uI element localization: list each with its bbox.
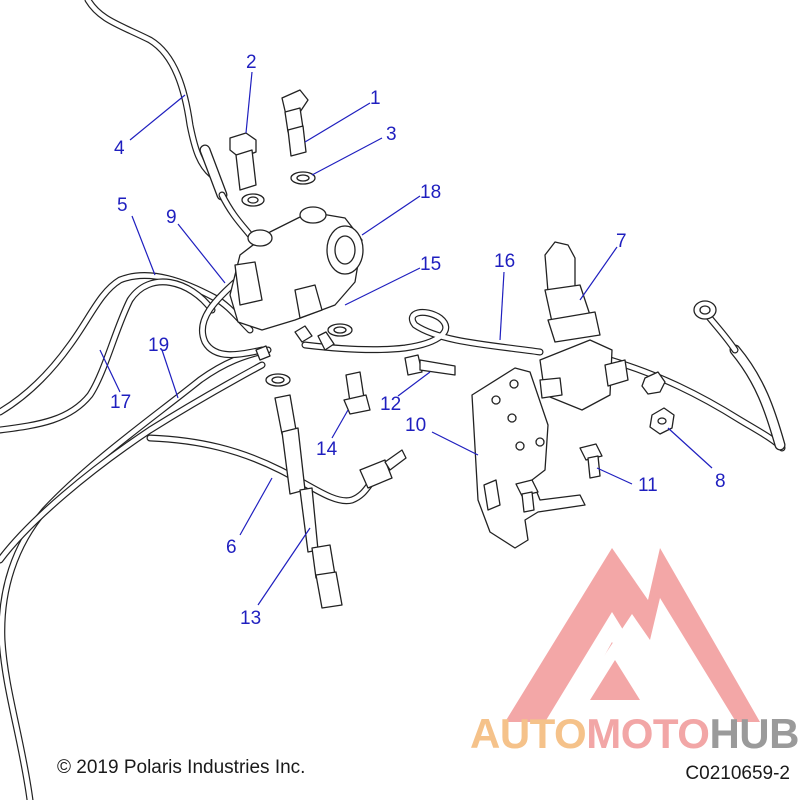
leader-2 xyxy=(245,71,253,134)
part-18-valve-block xyxy=(229,206,364,331)
drawing-number: C0210659-2 xyxy=(685,763,790,784)
part-14-bolt xyxy=(343,371,371,415)
leader-lines xyxy=(99,71,713,606)
callout-11: 11 xyxy=(638,475,658,496)
callout-7: 7 xyxy=(616,231,627,252)
leader-13 xyxy=(257,527,311,606)
brake-line-16 xyxy=(301,308,544,356)
callout-12: 12 xyxy=(380,394,401,415)
leader-18 xyxy=(361,195,421,236)
part-3-washer-inner xyxy=(296,174,310,182)
part-15-washer-inner xyxy=(333,326,347,334)
callout-17: 17 xyxy=(110,392,131,413)
leader-1 xyxy=(304,102,371,143)
callout-5: 5 xyxy=(117,195,128,216)
callout-3: 3 xyxy=(386,124,397,145)
leader-4 xyxy=(129,94,186,141)
brake-line-4 xyxy=(84,0,254,239)
leader-7 xyxy=(579,246,618,301)
callout-9: 9 xyxy=(166,207,177,228)
leader-10 xyxy=(431,431,479,456)
callout-15: 15 xyxy=(420,254,441,275)
brake-line-19 xyxy=(0,346,272,804)
callout-14: 14 xyxy=(316,439,338,460)
watermark-part-moto: MOTO xyxy=(586,710,710,757)
line-fittings xyxy=(255,325,335,361)
part-12-bolt xyxy=(404,354,456,376)
part-11-bolt xyxy=(515,443,603,513)
part-1-pressure-switch xyxy=(281,89,309,157)
callout-16: 16 xyxy=(494,251,515,272)
callout-10: 10 xyxy=(405,415,426,436)
copyright-notice: © 2019 Polaris Industries Inc. xyxy=(57,757,306,778)
brake-line-8 xyxy=(606,300,786,452)
leader-6 xyxy=(239,477,273,536)
leader-15 xyxy=(344,267,421,306)
leader-5 xyxy=(131,215,156,276)
brake-line-6 xyxy=(146,434,379,505)
callout-8: 8 xyxy=(715,471,726,492)
callout-labels: 1 2 3 4 5 6 7 8 9 10 11 12 13 14 15 16 1… xyxy=(110,52,726,629)
part-2-banjo-bolt xyxy=(229,132,257,191)
callout-4: 4 xyxy=(114,138,125,159)
leader-8 xyxy=(667,427,713,469)
watermark-logo xyxy=(505,548,760,722)
callout-19: 19 xyxy=(148,335,169,356)
leader-16 xyxy=(499,271,505,341)
callout-1: 1 xyxy=(370,88,381,109)
part-10-bracket xyxy=(471,367,586,549)
leader-9 xyxy=(177,223,226,284)
leader-12 xyxy=(397,371,431,397)
watermark-part-hub: HUB xyxy=(709,710,799,757)
brake-line-17 xyxy=(0,278,216,434)
leader-17 xyxy=(99,349,121,393)
watermark-part-auto: AUTO xyxy=(470,710,587,757)
callout-18: 18 xyxy=(420,182,441,203)
watermark-text: AUTOMOTOHUB xyxy=(470,713,799,755)
leader-19 xyxy=(161,349,179,399)
part-washer-upper-left-inner xyxy=(247,196,259,204)
part-8-nut xyxy=(641,371,675,435)
part-13-sensor xyxy=(274,394,343,609)
callout-13: 13 xyxy=(240,608,261,629)
callout-2: 2 xyxy=(246,52,257,73)
leader-11 xyxy=(596,467,633,485)
leader-14 xyxy=(331,409,349,439)
part-7-valve xyxy=(539,241,629,411)
part-washer-lower-left-inner xyxy=(271,376,285,384)
part-6-fitting xyxy=(359,449,407,489)
leader-3 xyxy=(311,137,383,176)
callout-6: 6 xyxy=(226,537,237,558)
